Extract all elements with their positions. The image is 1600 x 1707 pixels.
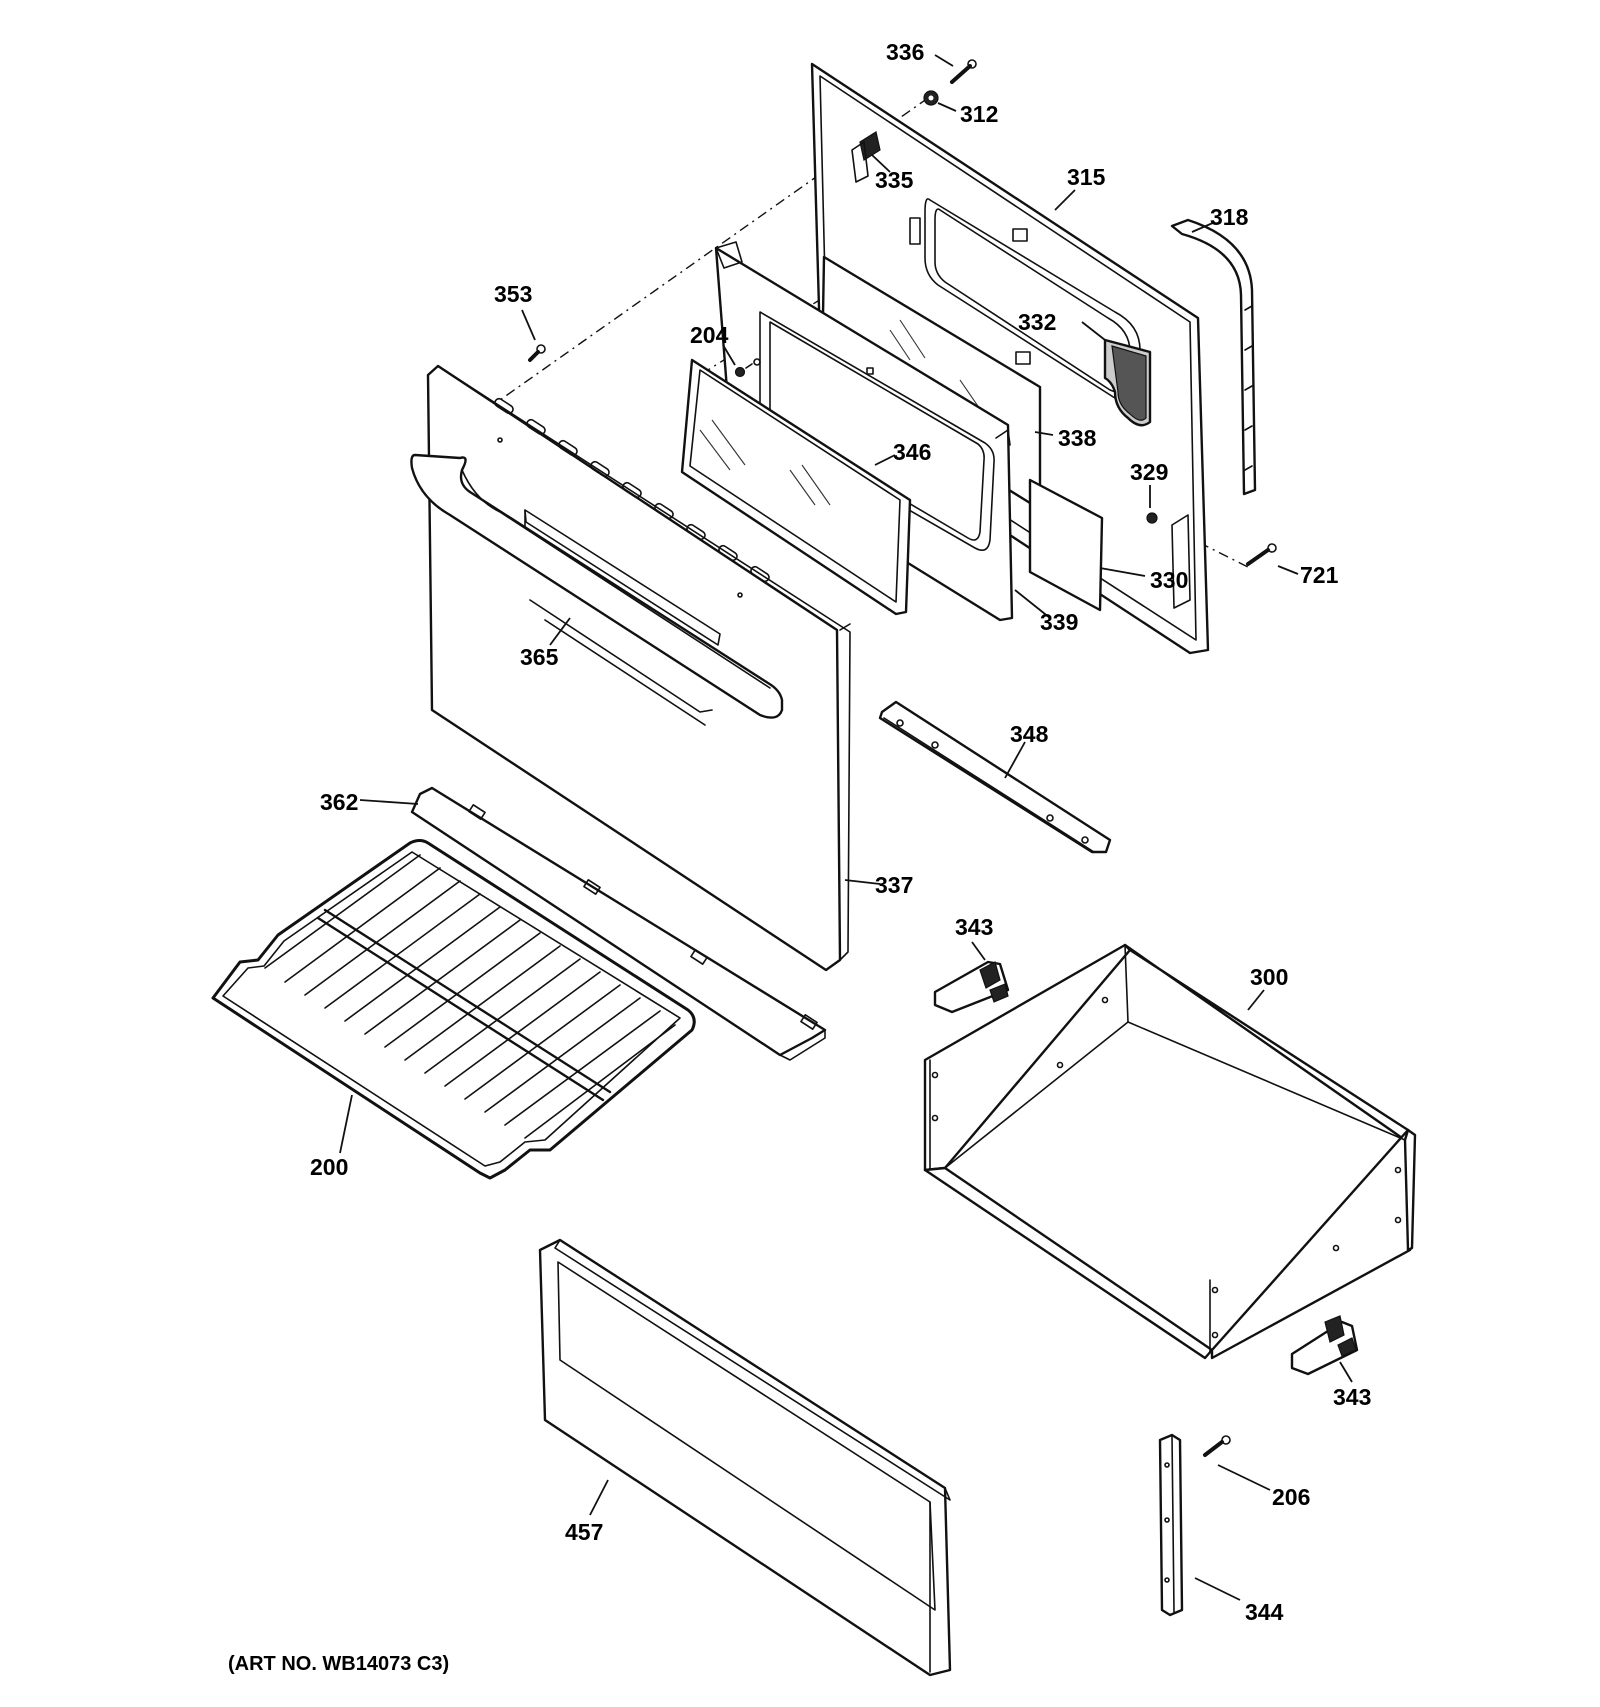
door-gasket-strip	[1170, 218, 1257, 496]
label-204: 204	[690, 322, 729, 348]
screw-329	[1146, 512, 1158, 524]
leader-lines	[339, 54, 1353, 1601]
screw-206	[1203, 1435, 1231, 1457]
label-330: 330	[1150, 567, 1188, 593]
door-insulation-panel	[1028, 478, 1104, 612]
label-457: 457	[565, 1519, 603, 1545]
art-number: (ART NO. WB14073 C3)	[228, 1653, 449, 1675]
drawer-support-rail	[1158, 1433, 1184, 1617]
label-206: 206	[1272, 1484, 1310, 1510]
oven-rack	[211, 839, 696, 1180]
drawer-front-panel	[538, 1238, 952, 1677]
storage-drawer-box	[923, 943, 1417, 1360]
label-318: 318	[1210, 204, 1249, 230]
screw-721	[1246, 543, 1277, 566]
screw-336	[950, 59, 977, 84]
label-338: 338	[1058, 425, 1097, 451]
label-343-right: 343	[1333, 1384, 1371, 1410]
label-362: 362	[320, 789, 358, 815]
outer-glass	[680, 358, 912, 616]
label-721: 721	[1300, 562, 1339, 588]
label-335: 335	[875, 167, 914, 193]
hinge-bracket	[851, 131, 881, 183]
label-300: 300	[1250, 964, 1288, 990]
vent-trim	[410, 786, 827, 1061]
label-348: 348	[1010, 721, 1049, 747]
label-315: 315	[1067, 164, 1106, 190]
label-332: 332	[1018, 309, 1056, 335]
label-312: 312	[960, 101, 998, 127]
label-343-left: 343	[955, 914, 993, 940]
drawer-slide-right	[1290, 1315, 1359, 1376]
part-labels: 336 312 335 315 318 353 204 332 346 338 …	[310, 39, 1371, 1625]
label-336: 336	[886, 39, 924, 65]
label-200: 200	[310, 1154, 348, 1180]
screw-353	[528, 344, 546, 362]
washer-312	[923, 90, 939, 106]
label-339: 339	[1040, 609, 1078, 635]
bottom-bracket-bar	[878, 700, 1112, 854]
door-handle	[410, 453, 784, 726]
label-365: 365	[520, 644, 559, 670]
drawer-slide-left	[933, 960, 1010, 1014]
label-353: 353	[494, 281, 532, 307]
label-344: 344	[1245, 1599, 1284, 1625]
label-329: 329	[1130, 459, 1168, 485]
screw-204	[734, 358, 761, 378]
insulation-block	[1103, 338, 1152, 427]
label-337: 337	[875, 872, 913, 898]
label-346: 346	[893, 439, 931, 465]
